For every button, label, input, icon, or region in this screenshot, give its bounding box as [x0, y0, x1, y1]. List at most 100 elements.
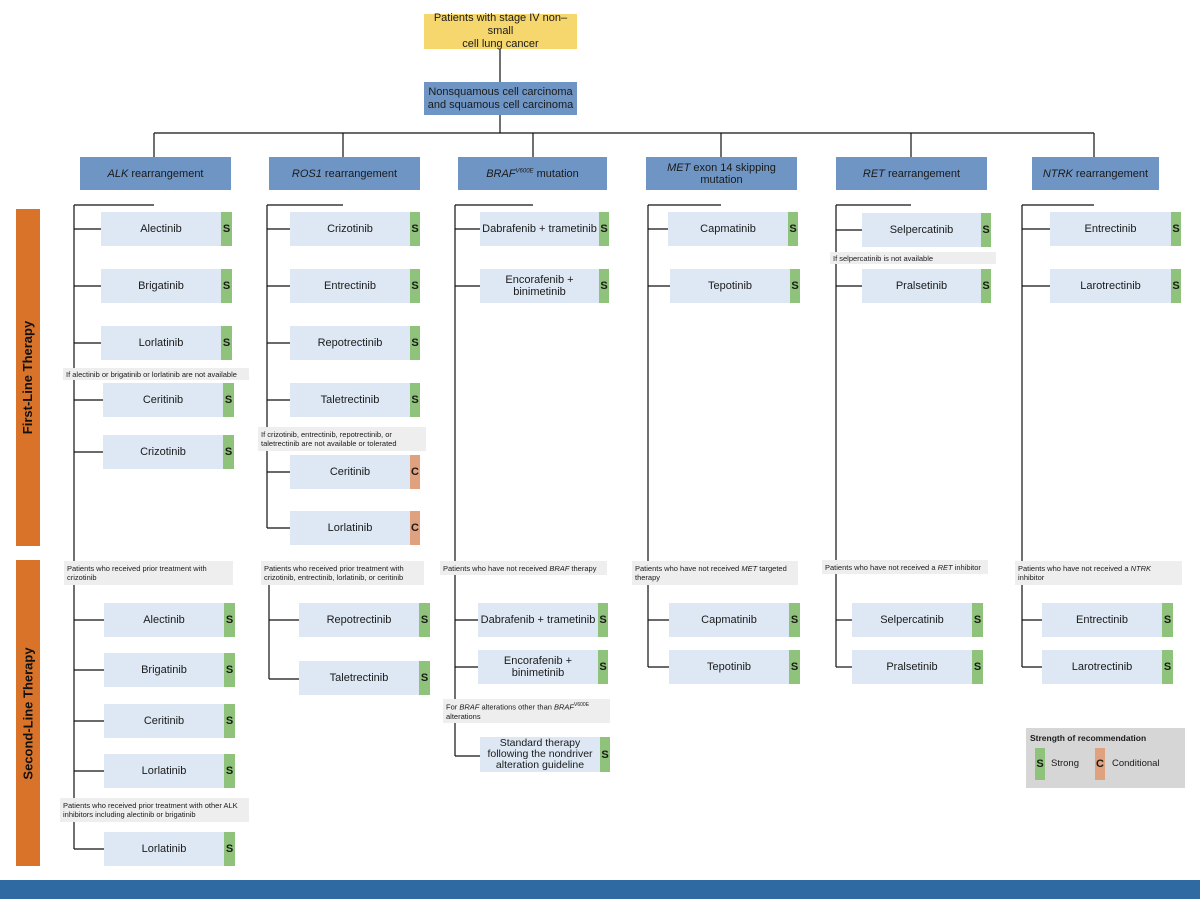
- strength-badge: S: [598, 650, 608, 684]
- strength-badge: S: [410, 383, 420, 417]
- legend-conditional-badge: C: [1095, 748, 1105, 780]
- header-met: MET exon 14 skipping mutation: [646, 157, 797, 190]
- condition-note: For BRAF alterations other than BRAFV600…: [443, 699, 610, 723]
- drug-box: Larotrectinib: [1050, 269, 1171, 303]
- condition-note: Patients who received prior treatment wi…: [60, 798, 249, 822]
- strength-badge: S: [788, 212, 798, 246]
- condition-note: If selpercatinib is not available: [830, 252, 996, 264]
- drug-box: Taletrectinib: [299, 661, 419, 695]
- legend-strong-badge: S: [1035, 748, 1045, 780]
- strength-badge: S: [599, 212, 609, 246]
- drug-box: Entrectinib: [290, 269, 410, 303]
- strength-badge: S: [1171, 212, 1181, 246]
- drug-box: Larotrectinib: [1042, 650, 1162, 684]
- drug-box: Entrectinib: [1042, 603, 1162, 637]
- drug-box: Tepotinib: [669, 650, 789, 684]
- drug-box: Lorlatinib: [104, 832, 224, 866]
- drug-box: Alectinib: [104, 603, 224, 637]
- drug-box: Ceritinib: [103, 383, 223, 417]
- drug-box: Lorlatinib: [104, 754, 224, 788]
- strength-badge: S: [790, 269, 800, 303]
- strength-badge: S: [600, 737, 610, 772]
- strength-badge: S: [410, 326, 420, 360]
- strength-badge: C: [410, 455, 420, 489]
- drug-box: Dabrafenib + trametinib: [478, 603, 598, 637]
- drug-box: Crizotinib: [103, 435, 223, 469]
- header-braf: BRAFV600E mutation: [458, 157, 607, 190]
- condition-note: If alectinib or brigatinib or lorlatinib…: [63, 368, 249, 380]
- strength-badge: S: [599, 269, 609, 303]
- strength-badge: S: [224, 754, 235, 788]
- drug-box: Taletrectinib: [290, 383, 410, 417]
- histology-line-1: Nonsquamous cell carcinoma: [428, 85, 573, 98]
- strength-badge: S: [981, 269, 991, 303]
- strength-badge: S: [598, 603, 608, 637]
- strength-badge: S: [223, 435, 234, 469]
- drug-box: Pralsetinib: [852, 650, 972, 684]
- drug-box: Encorafenib + binimetinib: [480, 269, 599, 303]
- drug-box: Pralsetinib: [862, 269, 981, 303]
- strength-badge: S: [1162, 650, 1173, 684]
- strength-badge: S: [410, 212, 420, 246]
- drug-box: Brigatinib: [101, 269, 221, 303]
- strength-badge: S: [981, 213, 991, 247]
- strength-badge: S: [972, 603, 983, 637]
- drug-box: Lorlatinib: [101, 326, 221, 360]
- drug-box: Dabrafenib + trametinib: [480, 212, 599, 246]
- strength-badge: C: [410, 511, 420, 545]
- drug-box: Capmatinib: [669, 603, 789, 637]
- header-ret: RET rearrangement: [836, 157, 987, 190]
- condition-note: Patients who have not received a NTRK in…: [1015, 561, 1182, 585]
- drug-box: Repotrectinib: [299, 603, 419, 637]
- condition-note: Patients who received prior treatment wi…: [261, 561, 424, 585]
- drug-box: Capmatinib: [668, 212, 788, 246]
- strength-badge: S: [419, 603, 430, 637]
- drug-box: Ceritinib: [290, 455, 410, 489]
- strength-badge: S: [224, 832, 235, 866]
- strength-badge: S: [221, 269, 232, 303]
- header-ros1: ROS1 rearrangement: [269, 157, 420, 190]
- drug-box: Brigatinib: [104, 653, 224, 687]
- drug-box: Entrectinib: [1050, 212, 1171, 246]
- strength-badge: S: [1162, 603, 1173, 637]
- strength-badge: S: [1171, 269, 1181, 303]
- legend-conditional-label: Conditional: [1112, 758, 1160, 769]
- root-line-1: Patients with stage IV non–small: [433, 12, 568, 37]
- header-alk: ALK rearrangement: [80, 157, 231, 190]
- drug-box: Standard therapy following the nondriver…: [480, 737, 600, 772]
- condition-note: Patients who received prior treatment wi…: [64, 561, 233, 585]
- strength-badge: S: [223, 383, 234, 417]
- strength-badge: S: [419, 661, 430, 695]
- strength-badge: S: [224, 704, 235, 738]
- strength-badge: S: [789, 603, 800, 637]
- drug-box: Repotrectinib: [290, 326, 410, 360]
- strength-badge: S: [972, 650, 983, 684]
- strength-badge: S: [789, 650, 800, 684]
- condition-note: If crizotinib, entrectinib, repotrectini…: [258, 427, 426, 451]
- legend: Strength of recommendation S Strong C Co…: [1026, 728, 1185, 788]
- strength-badge: S: [224, 603, 235, 637]
- drug-box: Tepotinib: [670, 269, 790, 303]
- strength-badge: S: [224, 653, 235, 687]
- first-line-phase-label: First-Line Therapy: [16, 209, 40, 546]
- condition-note: Patients who have not received BRAF ther…: [440, 561, 607, 575]
- drug-box: Alectinib: [101, 212, 221, 246]
- histology-line-2: and squamous cell carcinoma: [427, 98, 574, 111]
- drug-box: Selpercatinib: [852, 603, 972, 637]
- drug-box: Lorlatinib: [290, 511, 410, 545]
- condition-note: Patients who have not received MET targe…: [632, 561, 798, 585]
- legend-strong-label: Strong: [1051, 758, 1079, 769]
- strength-badge: S: [410, 269, 420, 303]
- drug-box: Selpercatinib: [862, 213, 981, 247]
- drug-box: Crizotinib: [290, 212, 410, 246]
- second-line-phase-label: Second-Line Therapy: [16, 560, 40, 866]
- strength-badge: S: [221, 212, 232, 246]
- footer-bar: [0, 880, 1200, 899]
- header-ntrk: NTRK rearrangement: [1032, 157, 1159, 190]
- condition-note: Patients who have not received a RET inh…: [822, 560, 988, 574]
- strength-badge: S: [221, 326, 232, 360]
- drug-box: Encorafenib + binimetinib: [478, 650, 598, 684]
